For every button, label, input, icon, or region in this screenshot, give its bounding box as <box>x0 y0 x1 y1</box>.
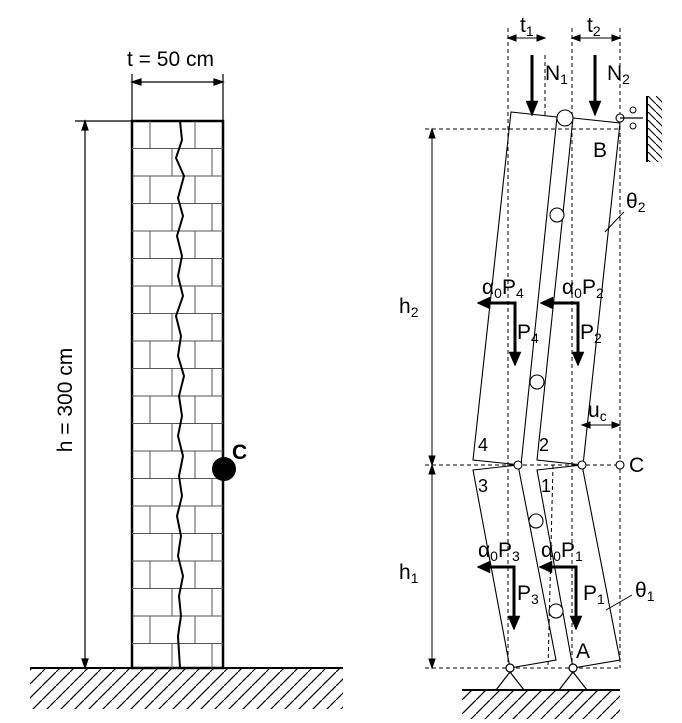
thickness-label: t = 50 cm <box>127 48 214 71</box>
point-a-label: A <box>576 640 590 663</box>
lower-force-arrows <box>476 560 583 631</box>
alpha-p1-label: α0P1 <box>541 539 583 564</box>
bottom-supports <box>462 663 620 691</box>
point-c-mechanism-label: C <box>629 454 644 477</box>
t2-label: t2 <box>587 14 601 39</box>
p3-label: P3 <box>517 582 539 607</box>
reference-lines <box>425 28 621 669</box>
theta2-label: θ2 <box>626 190 646 215</box>
p1-label: P1 <box>583 582 605 607</box>
block-4-label: 4 <box>478 435 488 455</box>
p4-label: P4 <box>517 321 539 346</box>
n1-label: N1 <box>545 62 568 87</box>
block-3 <box>472 464 557 669</box>
upper-force-arrows <box>476 296 585 367</box>
alpha-p3-label: α0P3 <box>478 539 520 564</box>
h1-label: h1 <box>399 561 419 586</box>
ground-right <box>462 691 620 719</box>
h-dimensions <box>428 127 436 670</box>
masonry-wall <box>130 119 225 670</box>
brick-courses <box>132 121 223 668</box>
mechanism-figure: t1 t2 N1 N2 B θ2 h2 h1 <box>399 14 662 719</box>
point-c-label: C <box>232 441 247 464</box>
theta1-label: θ1 <box>635 579 655 604</box>
n-load-arrows <box>525 55 602 117</box>
height-dimension <box>75 119 132 670</box>
ground-left <box>30 667 343 709</box>
n2-label: N2 <box>607 62 630 87</box>
h2-label: h2 <box>399 295 419 320</box>
point-c-marker <box>212 457 236 481</box>
uc-dimension <box>580 421 622 429</box>
block-3-label: 3 <box>478 476 488 496</box>
alpha-p4-label: α0P4 <box>482 276 524 301</box>
alpha-p2-label: α0P2 <box>562 276 604 301</box>
uc-label: uc <box>588 399 607 424</box>
t1-label: t1 <box>520 14 534 39</box>
left-wall-figure: t = 50 cm h = 300 cm C <box>30 48 343 709</box>
height-label: h = 300 cm <box>54 348 77 452</box>
t-dimensions <box>506 34 622 42</box>
block-1-label: 1 <box>541 476 551 496</box>
theta1-arc <box>605 594 633 611</box>
block-1 <box>536 464 621 669</box>
block-2-label: 2 <box>539 435 549 455</box>
hinges <box>513 109 625 619</box>
theta2-arc <box>604 211 625 233</box>
thickness-dimension <box>130 74 225 121</box>
point-b-label: B <box>593 139 607 162</box>
crack-line <box>174 120 186 669</box>
support-b <box>620 96 662 162</box>
rigid-blocks <box>472 111 621 669</box>
p2-label: P2 <box>580 321 602 346</box>
